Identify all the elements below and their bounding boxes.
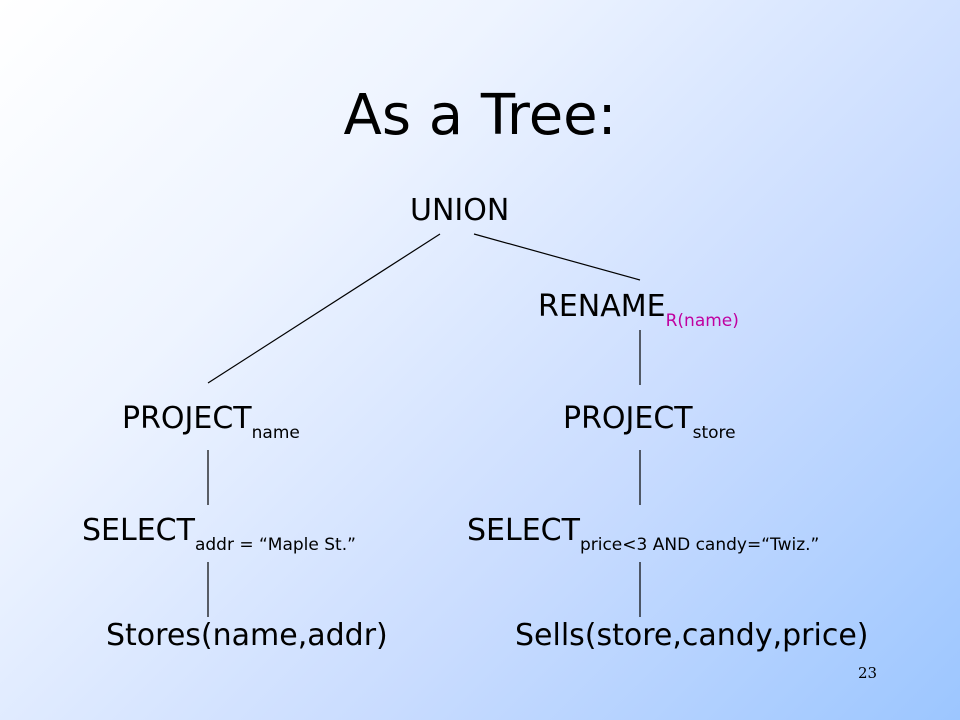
node-project-left-label: PROJECT	[122, 401, 252, 436]
node-rename-label: RENAME	[538, 289, 666, 324]
node-select-right-subscript: price<3 AND candy=“Twiz.”	[579, 535, 820, 555]
node-project-right: PROJECTstore	[563, 401, 736, 442]
node-stores-label: Stores(name,addr)	[106, 618, 388, 653]
node-project-right-label: PROJECT	[563, 401, 693, 436]
node-sells-label: Sells(store,candy,price)	[515, 618, 869, 653]
slide-title: As a Tree:	[343, 83, 617, 148]
node-select-left-subscript: addr = “Maple St.”	[194, 535, 356, 555]
node-union-label: UNION	[410, 193, 510, 228]
node-select-left: SELECTaddr = “Maple St.”	[82, 513, 356, 554]
page-number: 23	[858, 664, 878, 682]
node-project-right-subscript: store	[692, 423, 736, 443]
node-project-left: PROJECTname	[122, 401, 300, 442]
node-union: UNION	[410, 196, 509, 226]
node-select-left-label: SELECT	[82, 513, 195, 548]
edge-union-rename	[473, 233, 641, 281]
node-stores: Stores(name,addr)	[106, 621, 388, 651]
node-select-right: SELECTprice<3 AND candy=“Twiz.”	[467, 513, 819, 554]
node-rename: RENAMER(name)	[538, 289, 739, 330]
node-project-left-subscript: name	[251, 423, 300, 443]
edge-union-project-left	[207, 233, 441, 384]
node-sells: Sells(store,candy,price)	[515, 621, 869, 651]
node-select-right-label: SELECT	[467, 513, 580, 548]
node-rename-subscript: R(name)	[665, 311, 739, 331]
